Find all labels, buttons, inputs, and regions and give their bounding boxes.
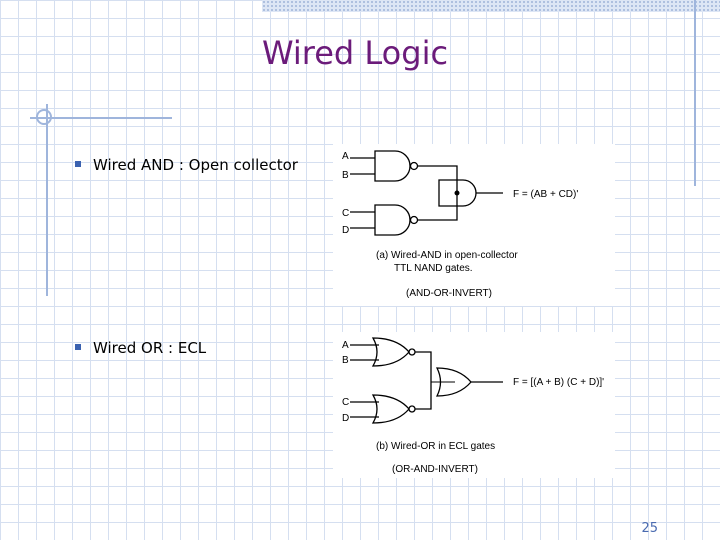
- inverter-bubble-2: [408, 405, 416, 413]
- label-input-c: C: [342, 208, 349, 219]
- left-horizontal-rule: [30, 117, 172, 119]
- bullet-text: Wired AND : Open collector: [93, 156, 298, 174]
- caption-line-2: TTL NAND gates.: [394, 263, 473, 274]
- diagram-wired-and: A B C D F = (AB + CD)' (a) Wired-AND in …: [333, 144, 615, 306]
- wired-or-schematic: A B C D F = [(A + B) (C + D)]' (b) Wired…: [342, 337, 604, 475]
- wired-and-schematic: A B C D F = (AB + CD)' (a) Wired-AND in …: [342, 150, 578, 299]
- nand-gate-1: [374, 150, 411, 182]
- caption-line-2: (OR-AND-INVERT): [392, 464, 478, 475]
- label-input-d: D: [342, 413, 349, 424]
- label-input-b: B: [342, 355, 349, 366]
- output-expression: F = (AB + CD)': [513, 189, 578, 200]
- label-input-d: D: [342, 225, 349, 236]
- label-input-a: A: [342, 151, 349, 162]
- wired-and-bus: [417, 165, 458, 221]
- nand-gate-2: [374, 204, 411, 236]
- caption-line-3: (AND-OR-INVERT): [406, 288, 492, 299]
- wired-and-symbol: [438, 179, 477, 207]
- bullet-marker: [75, 160, 81, 167]
- output-expression: F = [(A + B) (C + D)]': [513, 377, 604, 388]
- wired-or-bus: [415, 351, 432, 410]
- top-decorative-band: [262, 0, 720, 12]
- inverter-bubble-1: [409, 161, 419, 171]
- corner-ring-ornament: [36, 109, 52, 125]
- bullet-marker: [75, 343, 81, 350]
- diagram-wired-or: A B C D F = [(A + B) (C + D)]' (b) Wired…: [333, 332, 615, 478]
- inverter-bubble-2: [409, 215, 419, 225]
- label-input-c: C: [342, 397, 349, 408]
- bullet-text: Wired OR : ECL: [93, 339, 207, 357]
- inverter-bubble-1: [408, 348, 416, 356]
- bullet-wired-and: Wired AND : Open collector: [75, 156, 298, 174]
- nor-gate-2: [371, 394, 410, 424]
- label-input-a: A: [342, 340, 349, 351]
- slide-title: Wired Logic: [261, 34, 449, 72]
- caption-line-1: (a) Wired-AND in open-collector: [376, 250, 518, 261]
- caption-line-1: (b) Wired-OR in ECL gates: [376, 441, 495, 452]
- right-vertical-rule: [694, 0, 696, 186]
- page-number: 25: [641, 521, 658, 536]
- nor-gate-1: [371, 337, 410, 367]
- junction-dot: [454, 190, 460, 196]
- bullet-wired-or: Wired OR : ECL: [75, 339, 206, 357]
- left-vertical-rule: [46, 104, 48, 296]
- label-input-b: B: [342, 170, 349, 181]
